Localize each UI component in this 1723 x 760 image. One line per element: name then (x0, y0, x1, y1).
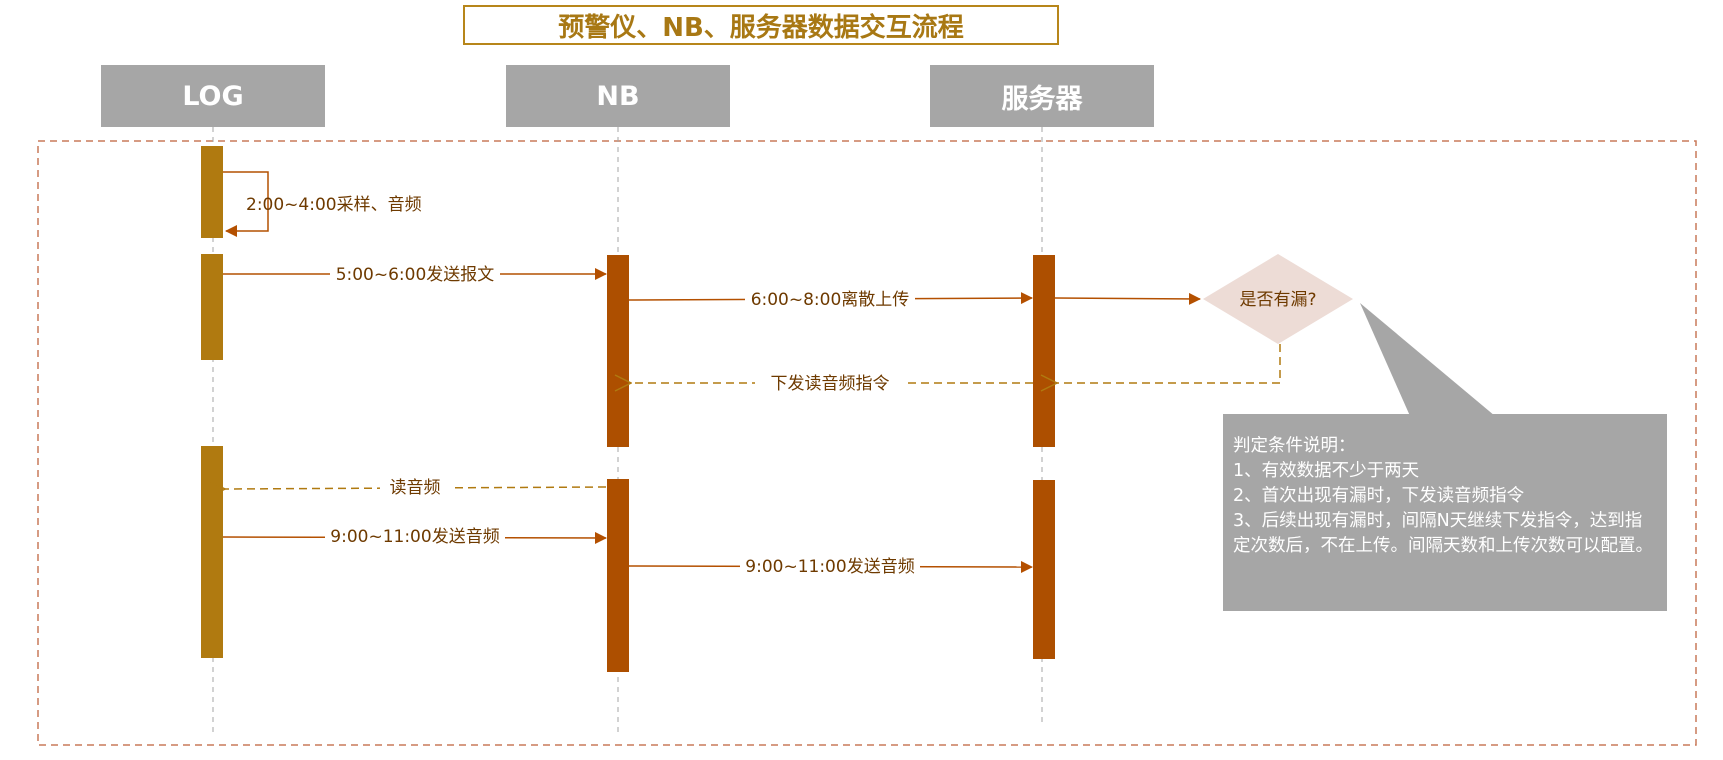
label-background (740, 554, 920, 578)
note-callout-pointer (1360, 303, 1495, 416)
activation-bar-nb (607, 479, 629, 672)
message-label-issue-command: 下发读音频指令 (771, 374, 890, 394)
diagram-title: 预警仪、NB、服务器数据交互流程 (463, 5, 1059, 45)
message-label-read-audio: 读音频 (390, 478, 441, 498)
condition-note: 判定条件说明： 1、有效数据不少于两天 2、首次出现有漏时，下发读音频指令 3、… (1223, 414, 1667, 611)
note-line: 2、首次出现有漏时，下发读音频指令 (1233, 486, 1525, 506)
decision-diamond (1203, 254, 1353, 344)
note-line: 1、有效数据不少于两天 (1233, 461, 1420, 481)
activation-bar-log (201, 254, 223, 360)
activation-bar-server (1033, 480, 1055, 659)
label-background (380, 476, 450, 500)
activation-bar-log (201, 146, 223, 238)
message-label-discrete-upload: 6:00~8:00离散上传 (751, 290, 910, 310)
return-arrow-decision-to-server (1057, 344, 1281, 383)
label-background (755, 370, 905, 394)
lane-header-nb: NB (506, 65, 730, 127)
message-label-send-audio-log: 9:00~11:00发送音频 (330, 527, 499, 547)
lane-header-server: 服务器 (930, 65, 1154, 127)
activation-bar-server (1033, 255, 1055, 447)
message-label-sample: 2:00~4:00采样、音频 (246, 195, 422, 215)
activation-bar-nb (607, 255, 629, 447)
label-background (325, 524, 505, 548)
interaction-frame (37, 140, 1697, 746)
decision-label: 是否有漏? (1239, 290, 1316, 310)
message-label-send-audio-nb: 9:00~11:00发送音频 (745, 557, 914, 577)
message-label-send-report: 5:00~6:00发送报文 (336, 265, 495, 285)
note-heading: 判定条件说明： (1233, 436, 1356, 456)
self-call-arrow (223, 171, 269, 237)
return-arrow-read-audio (225, 487, 607, 489)
lane-header-log: LOG (101, 65, 325, 127)
message-arrow-to-decision (1054, 292, 1201, 305)
activation-bar-log (201, 446, 223, 658)
label-background (745, 287, 915, 311)
label-background (330, 262, 500, 286)
note-line: 3、后续出现有漏时，间隔N天继续下发指令，达到指定次数后，不在上传。间隔天数和上… (1233, 511, 1653, 556)
